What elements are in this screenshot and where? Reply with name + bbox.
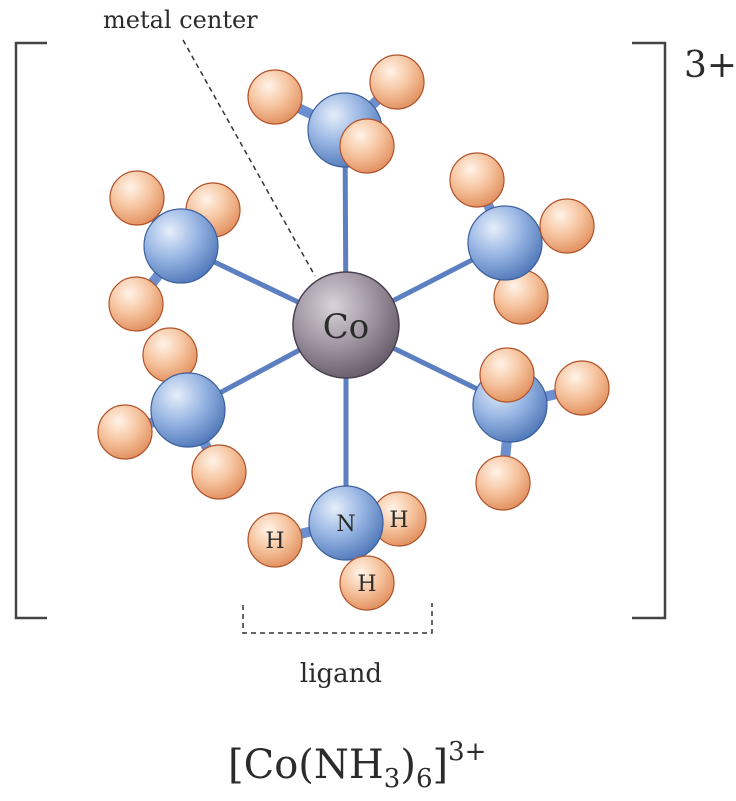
ligand-bracket <box>242 603 433 634</box>
hydrogen-atom <box>191 444 247 500</box>
hydrogen-atom <box>479 347 535 403</box>
left-bracket <box>14 41 47 620</box>
complex-charge: 3+ <box>684 45 736 86</box>
cobalt-atom <box>292 271 400 379</box>
nitrogen-atom-lower-left <box>150 372 226 448</box>
nitrogen-atom-upper-left <box>143 208 219 284</box>
hydrogen-label-bottom: H <box>357 572 376 597</box>
hydrogen-label-right: H <box>389 508 408 533</box>
hydrogen-atom <box>369 54 425 110</box>
hydrogen-atom <box>449 152 505 208</box>
metal-center-leader-line <box>182 39 316 277</box>
metal-center-label: metal center <box>103 6 258 34</box>
hydrogen-atom <box>109 170 165 226</box>
nitrogen-label: N <box>336 512 355 537</box>
hydrogen-atom <box>339 555 395 611</box>
hydrogen-atom <box>247 512 303 568</box>
hydrogen-atom <box>339 118 395 174</box>
complex-formula: [Co(NH3)6]3+ <box>228 737 486 794</box>
nitrogen-atom-bottom <box>308 485 384 561</box>
hydrogen-atom <box>247 69 303 125</box>
right-bracket <box>632 41 667 620</box>
hydrogen-atom <box>475 455 531 511</box>
cobalt-label: Co <box>323 307 369 347</box>
nitrogen-atom-upper-right <box>467 205 543 281</box>
hydrogen-label-left: H <box>265 529 284 554</box>
hydrogen-atom <box>554 360 610 416</box>
hydrogen-atom <box>539 198 595 254</box>
hydrogen-atom <box>97 404 153 460</box>
hydrogen-atom <box>108 276 164 332</box>
ligand-label: ligand <box>300 659 382 689</box>
